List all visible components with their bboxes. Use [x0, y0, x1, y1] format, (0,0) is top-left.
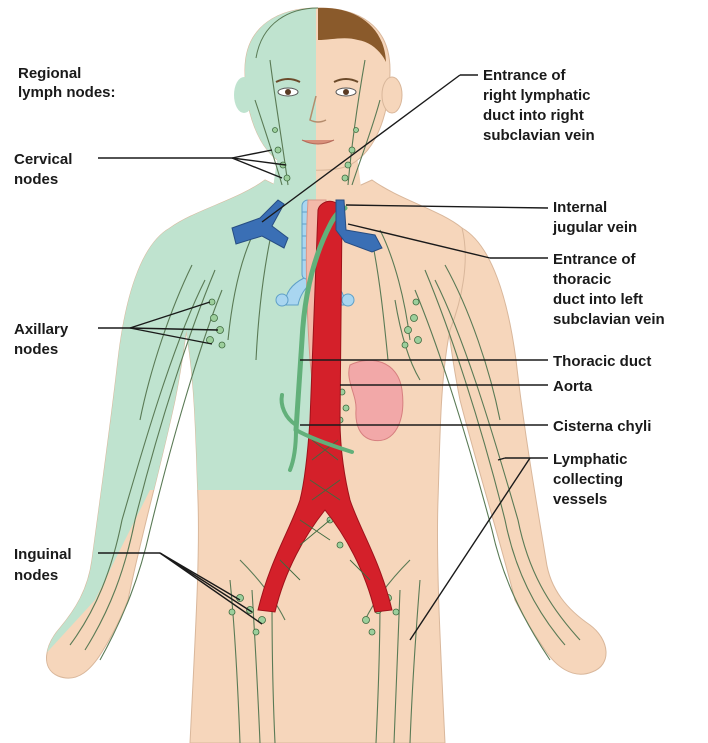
right-entrance-label-line1: Entrance of [483, 67, 567, 84]
regional-label-line2: lymph nodes: [18, 84, 116, 101]
inguinal-label-line1: Inguinal [14, 546, 72, 563]
jugular-label-line1: Internal [553, 199, 607, 216]
right-entrance-label-line4: subclavian vein [483, 127, 595, 144]
right-entrance-label-line2: right lymphatic [483, 87, 591, 104]
lymphatic-vessels-label-line3: vessels [553, 491, 607, 508]
thoracic-entrance-label-line2: thoracic [553, 271, 611, 288]
inguinal-label-line2: nodes [14, 567, 58, 584]
jugular-label-line2: jugular vein [552, 219, 637, 236]
lymphatic-vessels-label-line2: collecting [553, 471, 623, 488]
regional-label-line1: Regional [18, 65, 81, 82]
right-entrance-label-line3: duct into right [483, 107, 584, 124]
thoracic-entrance-label-line4: subclavian vein [553, 311, 665, 328]
lymphatic-vessels-label-line1: Lymphatic [553, 451, 627, 468]
aorta-label: Aorta [553, 378, 593, 395]
thoracic-duct-label: Thoracic duct [553, 353, 651, 370]
cervical-label-line1: Cervical [14, 151, 72, 168]
cervical-label-line2: nodes [14, 171, 58, 188]
thoracic-entrance-label-line3: duct into left [553, 291, 643, 308]
cisterna-chyli-label: Cisterna chyli [553, 418, 651, 435]
axillary-label-line2: nodes [14, 341, 58, 358]
thoracic-entrance-label-line1: Entrance of [553, 251, 637, 268]
axillary-label-line1: Axillary [14, 321, 69, 338]
